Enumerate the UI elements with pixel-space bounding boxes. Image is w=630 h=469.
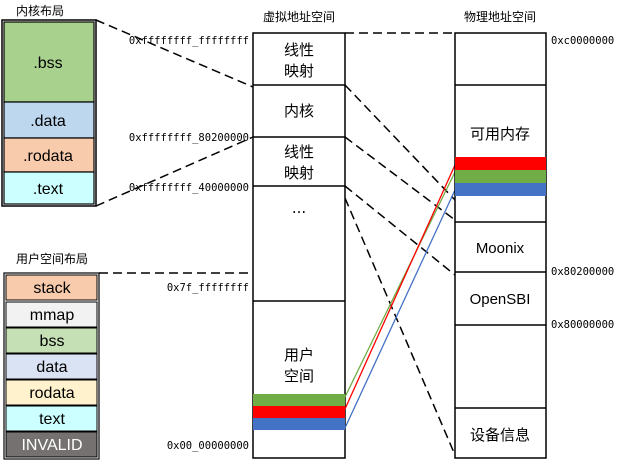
user-section-rodata-label: rodata bbox=[29, 385, 74, 402]
virtual-address: 0x7f_ffffffff bbox=[167, 282, 249, 294]
virtual-address: 0xffffffff_80200000 bbox=[129, 132, 249, 144]
user-section-invalid bbox=[5, 431, 98, 458]
user-section-text bbox=[5, 405, 98, 432]
user-layout-title: 用户空间布局 bbox=[16, 251, 88, 266]
physical-space-frame bbox=[454, 32, 547, 459]
user-section-invalid-label: INVALID bbox=[21, 437, 82, 454]
virtual-space-frame bbox=[252, 32, 346, 459]
kernel-layout-title: 内核布局 bbox=[16, 4, 64, 18]
virtual-addresses: 0xffffffff_ffffffff 0xffffffff_80200000 … bbox=[129, 35, 249, 452]
user-section-mmap bbox=[5, 301, 98, 328]
kernel-top-connector bbox=[95, 19, 254, 88]
user-section-bss bbox=[5, 327, 98, 354]
green-map-line bbox=[344, 171, 456, 398]
physical-strip-green bbox=[455, 170, 546, 183]
kernel-section-data-label: .data bbox=[30, 113, 66, 130]
user-section-bss-label: bss bbox=[40, 333, 65, 350]
virtual-space-column: 线性映射 内核 线性映射 ... 用户空间 bbox=[252, 32, 346, 459]
kernel-section-data bbox=[3, 101, 95, 139]
user-section-data-label: data bbox=[36, 359, 67, 376]
user-section-stack-label: stack bbox=[33, 280, 71, 297]
user-layout-frame bbox=[3, 272, 100, 460]
virtual-block-ellipsis: ... bbox=[292, 199, 306, 217]
kernel-layout-box: .bss .data .rodata .text bbox=[1, 19, 97, 207]
user-section-data bbox=[5, 353, 98, 380]
user-section-text-label: text bbox=[39, 411, 65, 428]
kernel-layout-frame bbox=[1, 19, 97, 207]
user-layout-box: stack mmap bss data rodata text INVALID bbox=[3, 272, 100, 460]
physical-block-device-info: 设备信息 bbox=[470, 426, 530, 444]
kernel-section-text-label: .text bbox=[33, 181, 64, 198]
map-kernel-connector bbox=[344, 136, 456, 221]
virtual-block-kernel: 内核 bbox=[284, 102, 314, 120]
map-linear2-connector bbox=[344, 185, 456, 276]
physical-strip-red bbox=[455, 157, 546, 170]
red-map-line bbox=[344, 164, 456, 410]
virtual-strip-blue bbox=[253, 418, 345, 430]
virtual-address: 0xffffffff_40000000 bbox=[129, 182, 249, 194]
kernel-section-text bbox=[3, 171, 95, 205]
physical-space-column: 可用内存 Moonix OpenSBI 设备信息 bbox=[454, 32, 547, 459]
physical-block-moonix: Moonix bbox=[476, 240, 525, 257]
physical-address: 0x80200000 bbox=[551, 266, 614, 278]
map-dots-connector bbox=[344, 197, 456, 456]
physical-address: 0xc0000000 bbox=[551, 35, 614, 47]
virtual-address: 0xffffffff_ffffffff bbox=[129, 35, 249, 47]
virtual-strip-green bbox=[253, 394, 345, 406]
virtual-block-linear-map-2: 线性映射 bbox=[284, 143, 314, 182]
virtual-strip-red bbox=[253, 406, 345, 418]
kernel-section-bss-label: .bss bbox=[33, 55, 62, 72]
virtual-space-title: 虚拟地址空间 bbox=[263, 10, 335, 24]
user-section-rodata bbox=[5, 379, 98, 406]
blue-map-line bbox=[344, 189, 456, 429]
virtual-block-user-space: 用户空间 bbox=[284, 346, 314, 385]
physical-space-title: 物理地址空间 bbox=[464, 10, 536, 24]
kernel-bottom-connector bbox=[95, 136, 254, 207]
user-section-stack bbox=[5, 274, 98, 301]
physical-strip-blue bbox=[455, 183, 546, 196]
kernel-section-bss bbox=[3, 21, 95, 103]
physical-addresses: 0xc0000000 0x80200000 0x80000000 bbox=[551, 35, 614, 331]
virtual-address: 0x00_00000000 bbox=[167, 440, 249, 452]
physical-block-opensbi: OpenSBI bbox=[470, 291, 531, 308]
virtual-block-linear-map-1: 线性映射 bbox=[284, 41, 314, 80]
physical-address: 0x80000000 bbox=[551, 319, 614, 331]
user-section-mmap-label: mmap bbox=[30, 307, 75, 324]
physical-block-available-memory: 可用内存 bbox=[470, 125, 530, 143]
mapping-lines bbox=[344, 164, 456, 429]
kernel-section-rodata-label: .rodata bbox=[23, 148, 73, 165]
map-linear1-connector bbox=[344, 84, 456, 201]
